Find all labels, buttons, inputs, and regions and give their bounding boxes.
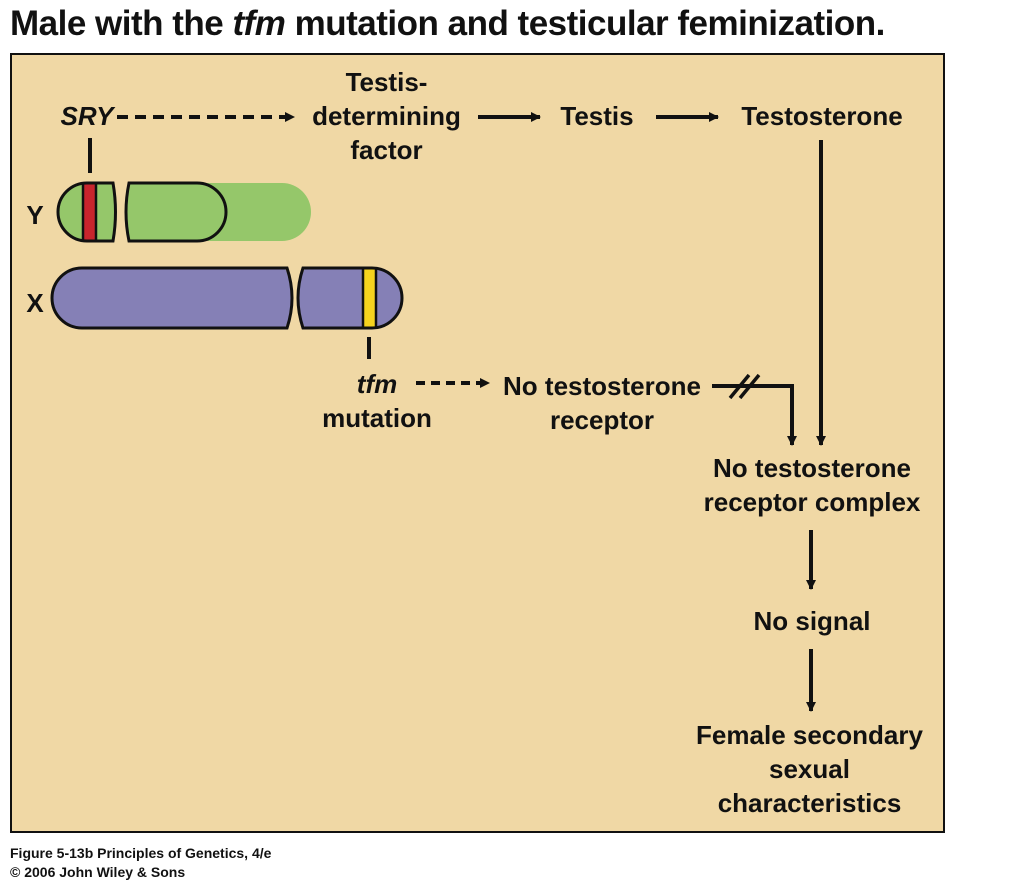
y-centromere	[113, 181, 129, 243]
diagram-panel: SRY Testis- determining factor Testis Te…	[10, 53, 945, 833]
no-testosterone-receptor-label: No testosterone receptor	[503, 371, 701, 435]
testis-label: Testis	[560, 101, 634, 131]
x-centromere	[284, 266, 306, 330]
x-label: X	[26, 288, 44, 318]
x-chromosome	[50, 266, 404, 330]
diagram-canvas	[50, 112, 826, 712]
block-mark-1	[728, 373, 751, 400]
female-characteristics-label: Female secondary sexual characteristics	[696, 720, 923, 818]
figure-title: Male with the tfm mutation and testicula…	[10, 4, 885, 43]
testosterone-label: Testosterone	[741, 101, 903, 131]
blocked-receptor-arrow	[712, 384, 797, 446]
sry-band	[84, 183, 95, 241]
y-chromosome	[56, 181, 311, 243]
figure-caption: Figure 5-13b Principles of Genetics, 4/e	[10, 845, 272, 861]
tfm-band	[364, 268, 375, 328]
no-signal-label: No signal	[753, 606, 871, 636]
copyright-line: © 2006 John Wiley & Sons	[10, 864, 186, 880]
tfm-mutation-label: tfm mutation	[322, 369, 432, 433]
testis-determining-factor-label: Testis- determining factor	[312, 67, 461, 165]
sry-label: SRY	[60, 101, 114, 131]
y-label: Y	[26, 200, 44, 230]
block-mark-2	[738, 373, 761, 400]
x-chromosome-body	[52, 268, 402, 328]
no-receptor-complex-label: No testosterone receptor complex	[703, 453, 921, 517]
